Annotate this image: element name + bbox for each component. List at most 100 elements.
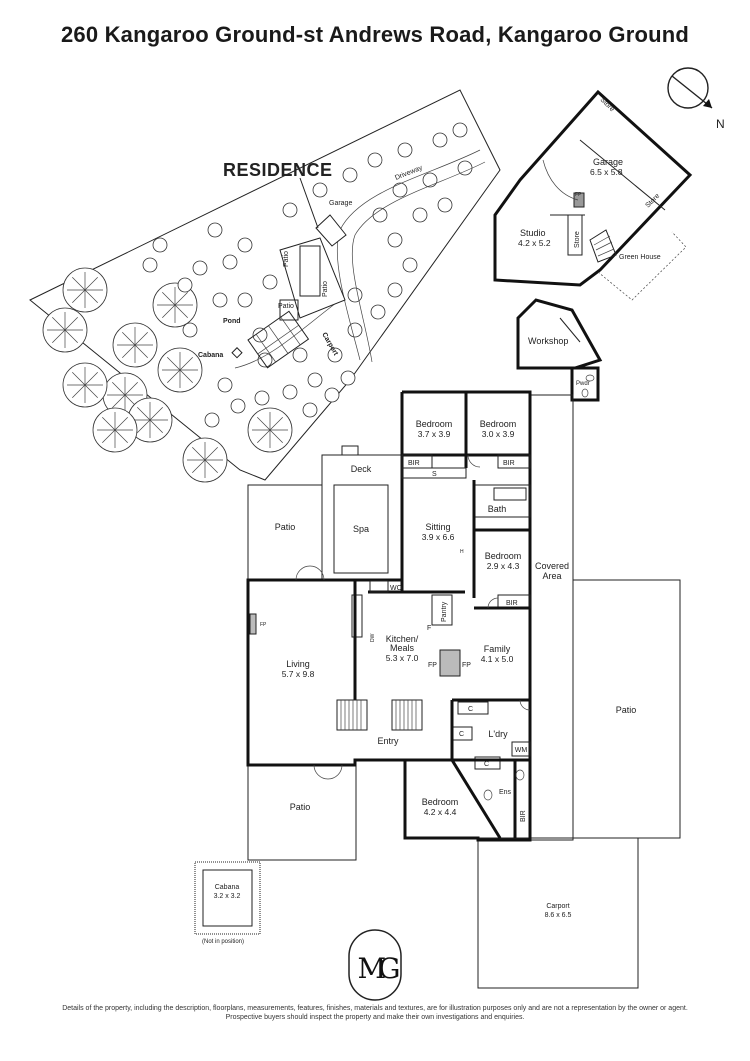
site-tree-branch [122,332,136,346]
site-driveway-label: Driveway [394,164,424,181]
site-trees [42,122,473,483]
green-house-outline [597,231,687,301]
store-top-label: Store [599,96,616,113]
studio-name: Studio [520,228,546,238]
s-shelf [401,467,467,479]
bed3-name: Bedroom [485,551,522,561]
site-tree-branch [179,357,193,371]
site-tree-small [204,412,220,428]
site-tree-small [452,122,468,138]
site-tree-branch [174,304,188,318]
bed4-name: Bedroom [422,797,459,807]
green-house-label: Green House [619,254,661,261]
driveway-line-2 [351,161,486,363]
ensuite-basin [515,769,525,781]
site-tree-branch [204,459,218,473]
bed3-door-arc [487,597,499,609]
dw-label: DW [370,633,376,642]
site-tree-branch [179,369,193,383]
site-tree-branch [114,417,128,431]
site-tree-small [217,377,233,393]
site-tree-branch [52,329,66,343]
site-tree-branch [134,332,148,346]
room-labels: Bedroom 3.7 x 3.9 Bedroom 3.0 x 3.9 Deck… [202,419,636,945]
bed2-name: Bedroom [480,419,517,429]
site-tree-branch [149,419,163,433]
bath-label: Bath [488,504,507,514]
site-tree-small [237,237,253,253]
ensuite-toilet [483,789,493,801]
wm-box [511,741,531,757]
site-tree-small [207,222,223,238]
compass-label: N [716,117,725,131]
logo-text: MG [357,952,399,985]
laundry-label: L'dry [488,729,508,739]
ensuite-diagonal-wall [450,759,502,839]
site-tree-small [177,277,193,293]
f-label: F [427,625,431,632]
cabana-name: Cabana [215,884,240,891]
wo-label: WO [390,585,403,592]
site-tree-branch [84,277,98,291]
deck-step [341,445,359,456]
tennis-court [247,310,310,369]
bir-label-4: BIR [520,810,527,822]
site-tree-small [230,398,246,414]
covered-area [529,394,574,841]
site-garage-footprint [315,214,347,247]
workshop-label: Workshop [528,336,568,346]
site-tree-small [370,304,386,320]
bed1-dim: 3.7 x 3.9 [418,429,451,439]
site-tree-small [257,352,273,368]
site-tree-branch [162,292,176,306]
garage-name: Garage [593,157,623,167]
site-patio-label-2: Patio [278,303,294,310]
bir-label-2: BIR [503,460,515,467]
site-tree-branch [52,317,66,331]
patio-door-arc-1 [295,565,325,581]
site-tree-branch [122,344,136,358]
site-tree-small [422,172,438,188]
covered-name: Covered [535,561,569,571]
outbuilding-walls [493,89,693,287]
site-tree-branch [72,384,86,398]
workshop-bench [559,317,581,343]
outbuilding-fireplace [573,192,585,208]
site-tree-small [340,370,356,386]
ens-label: Ens [499,789,512,796]
entry-label: Entry [377,736,399,746]
site-tree-branch [112,382,126,396]
pantry-label: Pantry [441,601,448,622]
site-cabana-marker [231,347,243,359]
fp-label-left: FP [428,662,437,669]
site-cabana-label: Cabana [198,352,223,359]
site-plan: RESIDENCE Driveway Garage Patio Patio Pa… [29,89,501,483]
c-label-3: C [484,761,489,768]
compass-needle [671,75,713,109]
cabana-note: (Not in position) [202,939,244,945]
site-tree-small [397,142,413,158]
site-tree-small [292,347,308,363]
workshop-walls [516,298,603,370]
site-tree-small [262,274,278,290]
site-patio-label-1: Patio [283,251,290,267]
workshop-building: Workshop Pwdr [516,298,603,402]
kitchen-sub: Meals [390,643,415,653]
site-tree-branch [167,357,181,371]
site-tree-small [282,202,298,218]
site-tree-small [142,257,158,273]
outbuilding: Store Garage 6.5 x 5.8 FP Store Studio 4… [493,89,693,301]
garage-dim: 6.5 x 5.8 [590,167,623,177]
site-tree-small [327,347,343,363]
site-tree-branch [257,429,271,443]
deck-label: Deck [351,464,372,474]
compass-circle [667,67,709,109]
bed1-name: Bedroom [416,419,453,429]
carport-path [234,299,341,369]
compass: N [667,67,725,131]
main-house [194,390,681,989]
site-pond-label: Pond [223,318,241,325]
site-tree-branch [137,419,151,433]
site-tree-branch [269,417,283,431]
